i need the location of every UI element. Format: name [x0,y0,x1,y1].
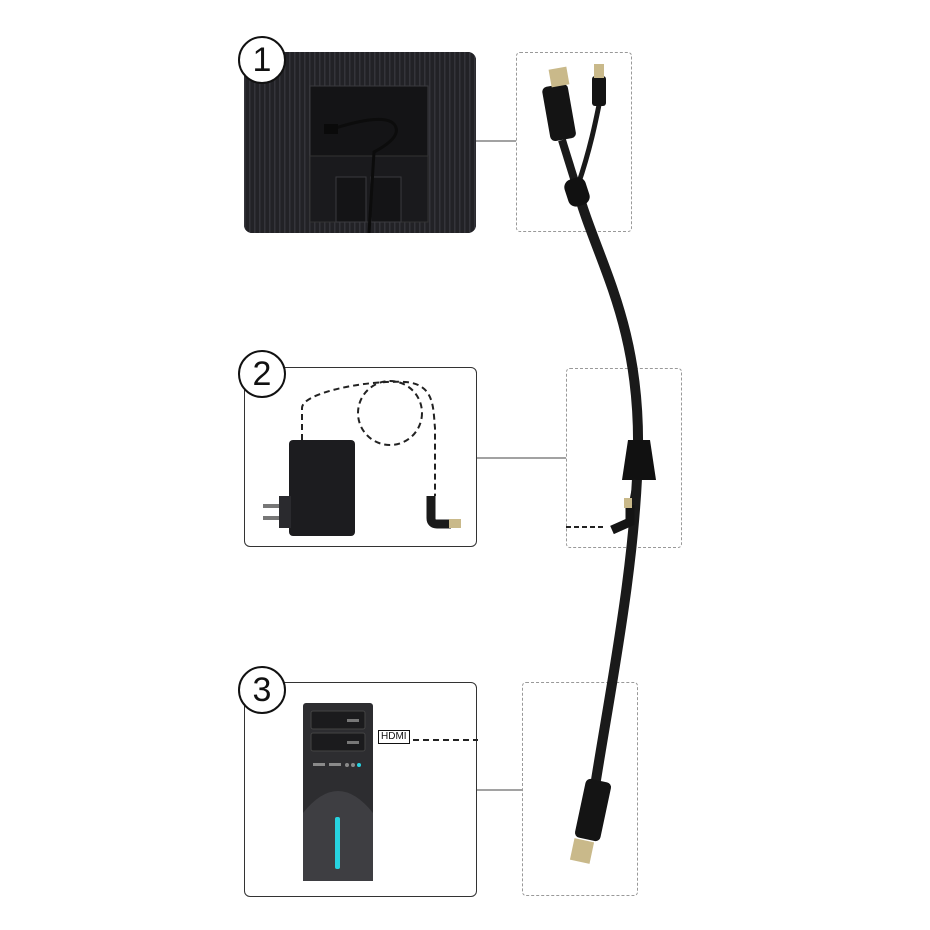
cable-splitter-top [564,177,590,207]
hdmi-label: HDMI [378,730,410,744]
adapter-side [279,496,291,528]
step-1-detail-box [516,52,632,232]
monitor-back-illustration [244,52,476,233]
step-3-detail-box [522,682,638,896]
hdmi-connector-bottom [569,778,612,864]
step-3-number: 3 [238,666,286,714]
step-2-number: 2 [238,350,286,398]
step-3-panel [244,682,478,897]
dc-plug [426,496,451,529]
monitor-hdmi-plug [324,124,338,134]
monitor-cable [328,117,398,233]
power-adapter-illustration [263,380,461,536]
cable-splitter-middle [622,440,656,480]
adapter-cable-dashed [301,380,436,496]
dc-branch-cable [575,99,603,186]
hdmi-branch-cable [558,138,580,187]
main-cable [571,180,644,785]
pc-tower-illustration [303,703,478,881]
power-adapter [289,440,355,536]
adapter-prong-top [263,504,279,508]
step-1-panel [244,52,476,233]
pc-led-strip [335,817,340,869]
step-2-panel [244,367,477,547]
step-2-detail-box [566,368,682,548]
dc-connector-top [592,64,606,106]
hdmi-connector-top [542,66,576,142]
step-1-number: 1 [238,36,286,84]
dc-right-angle-plug [610,498,635,535]
adapter-prong-bottom [263,516,279,520]
